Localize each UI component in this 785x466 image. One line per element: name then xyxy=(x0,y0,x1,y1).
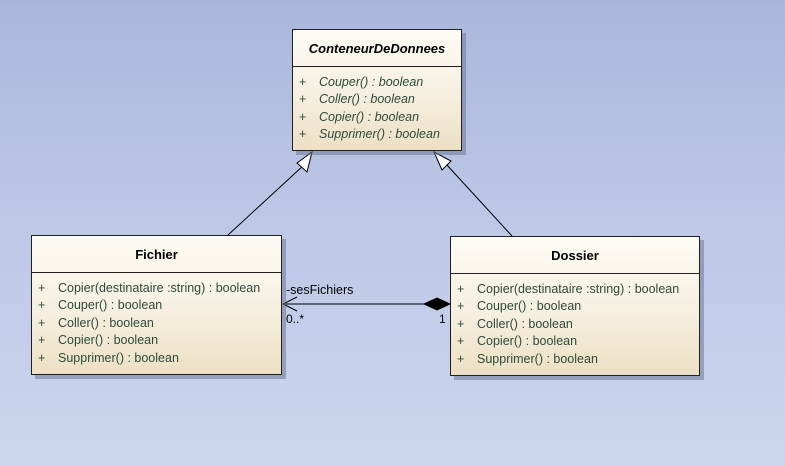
operation: + Couper() : boolean xyxy=(38,297,281,314)
operation: + Couper() : boolean xyxy=(457,298,699,315)
visibility-marker: + xyxy=(299,75,307,89)
class-name: ConteneurDeDonnees xyxy=(293,30,461,67)
operation-signature: Copier(destinataire :string) : boolean xyxy=(58,281,261,295)
operation-signature: Supprimer() : boolean xyxy=(58,350,179,365)
generalization-line-dossier xyxy=(445,163,513,237)
operation: + Copier() : boolean xyxy=(38,332,281,349)
visibility-marker: + xyxy=(457,282,465,296)
class-name: Dossier xyxy=(451,237,699,274)
operation: + Supprimer() : boolean xyxy=(299,126,461,143)
operations-compartment: + Copier(destinataire :string) : boolean… xyxy=(451,274,699,368)
visibility-marker: + xyxy=(38,298,46,313)
visibility-marker: + xyxy=(457,299,465,314)
operation-signature: Copier() : boolean xyxy=(477,334,578,349)
visibility-marker: + xyxy=(457,334,465,349)
operation-signature: Coller() : boolean xyxy=(477,316,573,331)
operations-compartment: + Copier(destinataire :string) : boolean… xyxy=(32,273,281,367)
operations-compartment: + Couper() : boolean + Coller() : boolea… xyxy=(293,67,461,144)
visibility-marker: + xyxy=(299,127,307,142)
operation: + Supprimer() : boolean xyxy=(38,350,281,367)
visibility-marker: + xyxy=(38,350,46,365)
operation-signature: Supprimer() : boolean xyxy=(319,127,440,142)
operation: + Copier() : boolean xyxy=(299,109,461,126)
class-dossier[interactable]: Dossier + Copier(destinataire :string) :… xyxy=(450,236,700,376)
generalization-line-fichier xyxy=(227,164,305,236)
operation: + Coller() : boolean xyxy=(38,315,281,332)
operation: + Copier(destinataire :string) : boolean xyxy=(38,280,281,297)
navigability-arrowhead xyxy=(281,296,298,312)
class-conteneur-de-donnees[interactable]: ConteneurDeDonnees + Couper() : boolean … xyxy=(292,29,462,151)
visibility-marker: + xyxy=(457,316,465,331)
operation-signature: Copier() : boolean xyxy=(319,109,420,124)
association-role-label: -sesFichiers xyxy=(286,283,354,297)
operation-signature: Supprimer() : boolean xyxy=(477,351,598,366)
visibility-marker: + xyxy=(457,351,465,366)
multiplicity-dossier: 1 xyxy=(439,312,446,326)
generalization-arrowhead-fichier xyxy=(296,150,313,173)
operation: + Couper() : boolean xyxy=(299,74,461,91)
operation-signature: Coller() : boolean xyxy=(319,92,415,107)
visibility-marker: + xyxy=(38,315,46,330)
class-name: Fichier xyxy=(32,236,281,273)
visibility-marker: + xyxy=(299,109,307,124)
class-fichier[interactable]: Fichier + Copier(destinataire :string) :… xyxy=(31,235,282,375)
operation-signature: Coller() : boolean xyxy=(58,315,154,330)
operation-signature: Couper() : boolean xyxy=(58,298,163,313)
operation: + Coller() : boolean xyxy=(299,91,461,108)
operation-signature: Couper() : boolean xyxy=(477,299,582,314)
generalization-arrowhead-dossier xyxy=(432,150,452,171)
visibility-marker: + xyxy=(38,333,46,348)
multiplicity-fichier: 0..* xyxy=(286,312,305,326)
operation: + Coller() : boolean xyxy=(457,316,699,333)
operation: + Supprimer() : boolean xyxy=(457,351,699,368)
composition-diamond xyxy=(422,297,452,311)
operation: + Copier() : boolean xyxy=(457,333,699,350)
operation-signature: Copier(destinataire :string) : boolean xyxy=(477,282,680,296)
visibility-marker: + xyxy=(38,281,46,295)
visibility-marker: + xyxy=(299,92,307,107)
operation: + Copier(destinataire :string) : boolean xyxy=(457,281,699,298)
operation-signature: Copier() : boolean xyxy=(58,333,159,348)
operation-signature: Couper() : boolean xyxy=(319,75,424,89)
